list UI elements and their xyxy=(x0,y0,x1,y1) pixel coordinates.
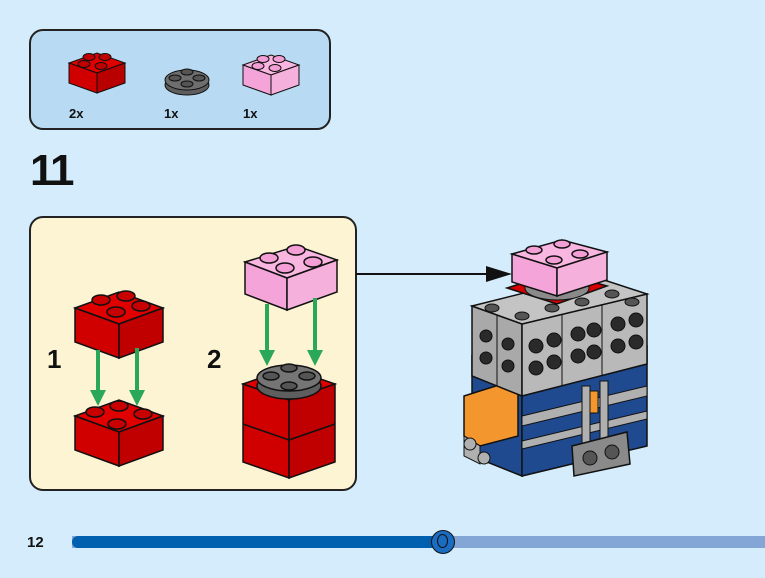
red-brick-icon xyxy=(72,399,166,468)
substep-number: 1 xyxy=(47,344,62,374)
progress-knob xyxy=(430,530,455,554)
substep-box: 1 2 xyxy=(29,216,357,491)
part-grey-round-plate-icon xyxy=(164,68,210,96)
model-illustration xyxy=(463,239,650,478)
part-quantity: 1x xyxy=(243,106,258,121)
grey-round-plate-icon xyxy=(256,363,322,400)
arrow-down-icon xyxy=(90,348,145,406)
step-number: 11 xyxy=(30,146,74,195)
page-number: 12 xyxy=(27,534,44,551)
arrow-down-icon xyxy=(259,298,323,366)
callout-arrow-icon xyxy=(356,266,512,282)
part-quantity: 2x xyxy=(69,106,84,121)
parts-list-box: 2x 1x 1x xyxy=(29,29,331,130)
substep-number: 2 xyxy=(207,344,222,374)
part-red-brick-icon xyxy=(67,52,127,94)
red-brick-icon xyxy=(72,290,166,360)
substep-2-illustration xyxy=(240,244,340,480)
progress-fill xyxy=(72,536,443,548)
part-quantity: 1x xyxy=(164,106,179,121)
pink-brick-icon xyxy=(242,244,340,312)
substep-1-illustration xyxy=(72,290,166,468)
progress-bar xyxy=(72,530,765,554)
part-pink-brick-icon xyxy=(241,54,301,96)
